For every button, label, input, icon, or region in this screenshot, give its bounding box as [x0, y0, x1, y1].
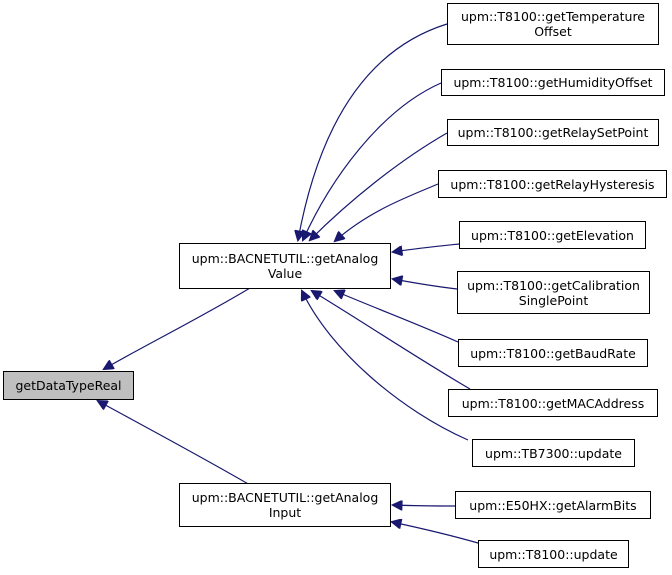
edge-elevation-to-analog-value [393, 243, 460, 252]
node-label-line: Offset [534, 24, 572, 39]
node-t8100-get-relay-hysteresis[interactable]: upm::T8100::getRelayHysteresis [438, 170, 667, 198]
node-label-line: upm::BACNETUTIL::getAnalog [191, 251, 379, 266]
node-label-line: upm::E50HX::getAlarmBits [469, 497, 637, 513]
edges [98, 23, 479, 544]
node-t8100-get-mac-address[interactable]: upm::T8100::getMACAddress [448, 389, 658, 417]
edge-temp-offset-to-analog-value [298, 23, 448, 240]
edge-analog-input-to-root [98, 401, 251, 486]
node-label-line: getDataTypeReal [15, 378, 122, 393]
node-tb7300-update[interactable]: upm::TB7300::update [472, 439, 635, 467]
node-label-line: upm::T8100::getRelaySetPoint [457, 125, 649, 140]
node-label-line: Value [267, 266, 303, 281]
edge-analog-value-to-root [104, 287, 251, 369]
node-e50hx-get-alarm-bits[interactable]: upm::E50HX::getAlarmBits [455, 491, 651, 519]
edge-t8100-update-to-analog-input [392, 522, 479, 544]
node-bacnetutil-get-analog-value[interactable]: upm::BACNETUTIL::getAnalog Value [179, 243, 391, 289]
node-label-line: upm::T8100::getTemperature [460, 9, 646, 24]
node-t8100-get-calibration-single-point[interactable]: upm::T8100::getCalibration SinglePoint [457, 271, 650, 314]
node-t8100-get-elevation[interactable]: upm::T8100::getElevation [459, 221, 646, 249]
node-t8100-get-temperature-offset[interactable]: upm::T8100::getTemperature Offset [447, 3, 659, 45]
node-label-line: upm::T8100::getElevation [471, 227, 634, 243]
node-label-line: upm::BACNETUTIL::getAnalog [191, 490, 379, 505]
node-t8100-get-humidity-offset[interactable]: upm::T8100::getHumidityOffset [441, 69, 665, 96]
edge-relay-hysteresis-to-analog-value [335, 183, 439, 241]
node-label-line: upm::T8100::getMACAddress [461, 395, 645, 411]
node-bacnetutil-get-analog-input[interactable]: upm::BACNETUTIL::getAnalog Input [179, 483, 391, 527]
edge-mac-address-to-analog-value [312, 291, 471, 390]
edge-baud-rate-to-analog-value [335, 291, 459, 343]
node-label-line: upm::T8100::getHumidityOffset [453, 75, 653, 90]
node-t8100-update[interactable]: upm::T8100::update [478, 540, 629, 568]
node-label-line: Input [268, 505, 302, 520]
node-label-line: upm::T8100::update [489, 546, 618, 562]
node-label-line: upm::T8100::getBaudRate [470, 345, 636, 361]
edge-calibration-to-analog-value [393, 279, 458, 290]
node-label-line: upm::T8100::getRelayHysteresis [450, 176, 655, 192]
edge-alarm-bits-to-analog-input [393, 505, 456, 506]
edge-humidity-offset-to-analog-value [303, 82, 442, 240]
node-get-data-type-real[interactable]: getDataTypeReal [3, 371, 134, 400]
node-label-line: SinglePoint [518, 292, 589, 308]
edge-relay-setpoint-to-analog-value [310, 132, 448, 240]
node-t8100-get-baud-rate[interactable]: upm::T8100::getBaudRate [458, 339, 648, 367]
node-label-line: upm::T8100::getCalibration [467, 277, 640, 293]
node-t8100-get-relay-set-point[interactable]: upm::T8100::getRelaySetPoint [447, 119, 659, 146]
node-label-line: upm::TB7300::update [485, 445, 622, 461]
edge-tb7300-update-to-analog-value [302, 291, 469, 441]
